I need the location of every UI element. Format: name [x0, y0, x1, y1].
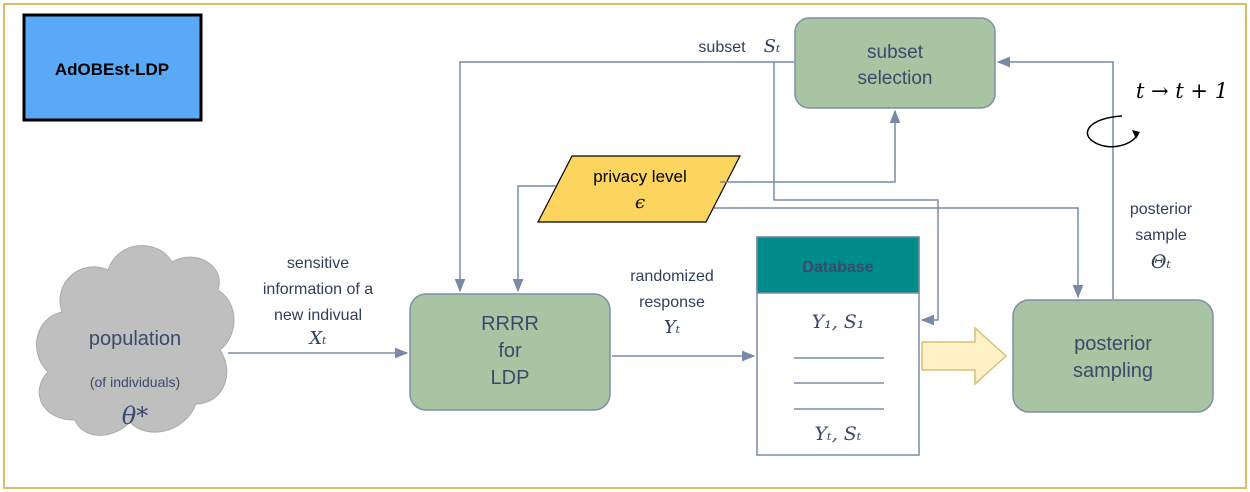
- privacy-level-label: privacy level: [593, 167, 687, 186]
- database-to-posterior-arrow: [921, 326, 1008, 386]
- database-node: Database Y₁, S₁ Yₜ, Sₜ: [756, 236, 920, 456]
- posterior-sampling-node: posterior sampling: [1012, 299, 1214, 413]
- rrrr-label-1: RRRR: [481, 313, 539, 335]
- randomized-label-2: response: [639, 294, 705, 311]
- loop-label: t → t + 1: [1136, 79, 1228, 103]
- rrrr-label-3: LDP: [491, 367, 530, 389]
- sensitive-label-2: information of a: [263, 281, 373, 298]
- population-label: population: [89, 328, 181, 350]
- loop-icon: [1086, 115, 1140, 148]
- edge-privacy-to-posterior: [714, 207, 1084, 299]
- posterior-sampling-label-1: posterior: [1074, 333, 1152, 355]
- edge-subset-to-rrrr: [454, 61, 794, 293]
- rrrr-label-2: for: [498, 340, 522, 362]
- title-badge-text: AdOBEst-LDP: [55, 60, 169, 79]
- y-t-symbol: Yₜ: [664, 317, 681, 338]
- subset-selection-label-1: subset: [867, 42, 924, 63]
- subset-edge-label: subset: [698, 39, 746, 56]
- population-cloud: population (of individuals) θ*: [36, 245, 235, 436]
- subset-selection-node: subset selection: [794, 17, 996, 109]
- database-row-last: Yₜ, Sₜ: [814, 423, 861, 445]
- database-row-first: Y₁, S₁: [812, 311, 865, 333]
- database-header: Database: [802, 259, 873, 276]
- randomized-label-1: randomized: [630, 268, 714, 285]
- population-sublabel: (of individuals): [90, 374, 180, 390]
- sensitive-label-3: new indivual: [274, 307, 362, 324]
- theta-t-symbol: Θₜ: [1151, 251, 1172, 273]
- x-t-symbol: Xₜ: [307, 328, 327, 349]
- subset-selection-label-2: selection: [858, 68, 933, 89]
- sensitive-label-1: sensitive: [287, 255, 349, 272]
- edge-posterior-to-subset: [996, 56, 1114, 299]
- privacy-level-node: privacy level ϵ: [537, 155, 741, 223]
- edge-subset-to-database: [773, 62, 939, 326]
- theta-star-symbol: θ*: [122, 402, 148, 430]
- posterior-sample-label-2: sample: [1135, 227, 1187, 244]
- posterior-sampling-label-2: sampling: [1073, 360, 1153, 382]
- posterior-sample-label-1: posterior: [1130, 201, 1193, 218]
- edge-privacy-to-rrrr: [512, 185, 556, 293]
- epsilon-symbol: ϵ: [635, 192, 645, 213]
- s-t-symbol: Sₜ: [764, 36, 781, 57]
- rrrr-node: RRRR for LDP: [409, 293, 611, 411]
- title-badge: AdOBEst-LDP: [22, 13, 203, 122]
- edge-privacy-to-subset: [720, 109, 901, 183]
